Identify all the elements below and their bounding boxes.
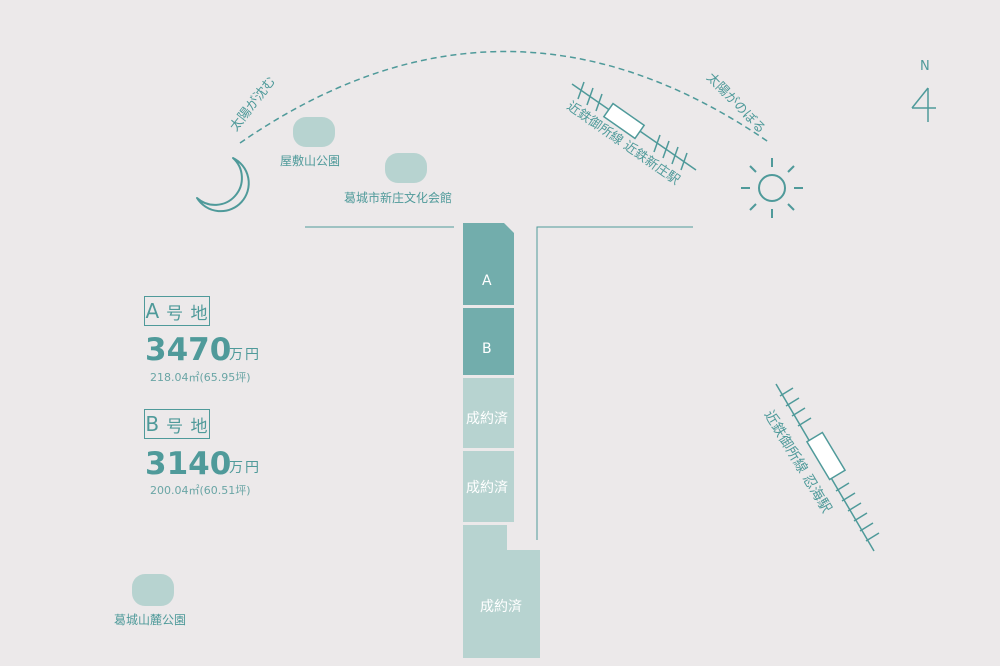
landmark-katsuragi-sanroku-park: 葛城山麓公園 (114, 613, 186, 627)
park-marker-katsuragi-sanroku (132, 574, 174, 606)
sun-path-arc (239, 50, 771, 144)
park-marker-yashikiyama (293, 117, 335, 147)
lot-a[interactable] (463, 223, 514, 305)
lot-b-label: B (482, 341, 492, 357)
lot-sold-2[interactable] (463, 451, 514, 522)
moon-icon (196, 157, 250, 213)
lot-b-price: 3140 (145, 446, 232, 482)
lot-b-badge-letter: B (145, 412, 161, 436)
landmark-culture-hall: 葛城市新庄文化会館 (344, 190, 452, 205)
lot-sold-2-label: 成約済 (466, 480, 508, 496)
railway-line-oshimi (775, 383, 880, 552)
sun-icon (741, 158, 803, 218)
sunset-label: 太陽が沈む (227, 74, 279, 134)
lot-sold-1[interactable] (463, 378, 514, 448)
lot-a-area: 218.04㎡(65.95坪) (150, 371, 251, 384)
lot-a-price-unit: 万円 (229, 347, 261, 363)
lot-b-price-unit: 万円 (229, 460, 261, 476)
road-right (536, 226, 693, 540)
station-shinjo-icon (602, 102, 646, 140)
lot-a-price: 3470 (145, 332, 232, 368)
lot-b-badge: B 号 地 (144, 409, 210, 439)
sunrise-label: 太陽がのぼる (703, 70, 768, 137)
lot-b[interactable] (463, 308, 514, 375)
lot-sold-1-label: 成約済 (466, 411, 508, 427)
lot-a-badge-suffix: 号 地 (166, 303, 209, 324)
compass-label: N (920, 59, 930, 74)
landmark-yashikiyama-park: 屋敷山公園 (280, 153, 340, 168)
lot-b-badge-suffix: 号 地 (166, 416, 209, 437)
north-arrow-icon (911, 87, 936, 122)
lot-b-area: 200.04㎡(60.51坪) (150, 484, 251, 497)
lot-sold-3-label: 成約済 (480, 599, 522, 615)
lot-a-badge: A 号 地 (144, 296, 210, 326)
park-marker-culture-hall (385, 153, 427, 183)
lot-a-badge-letter: A (145, 299, 161, 323)
lot-sold-3[interactable] (463, 525, 540, 658)
lot-a-label: A (482, 273, 492, 289)
station-oshimi-icon (805, 431, 847, 481)
